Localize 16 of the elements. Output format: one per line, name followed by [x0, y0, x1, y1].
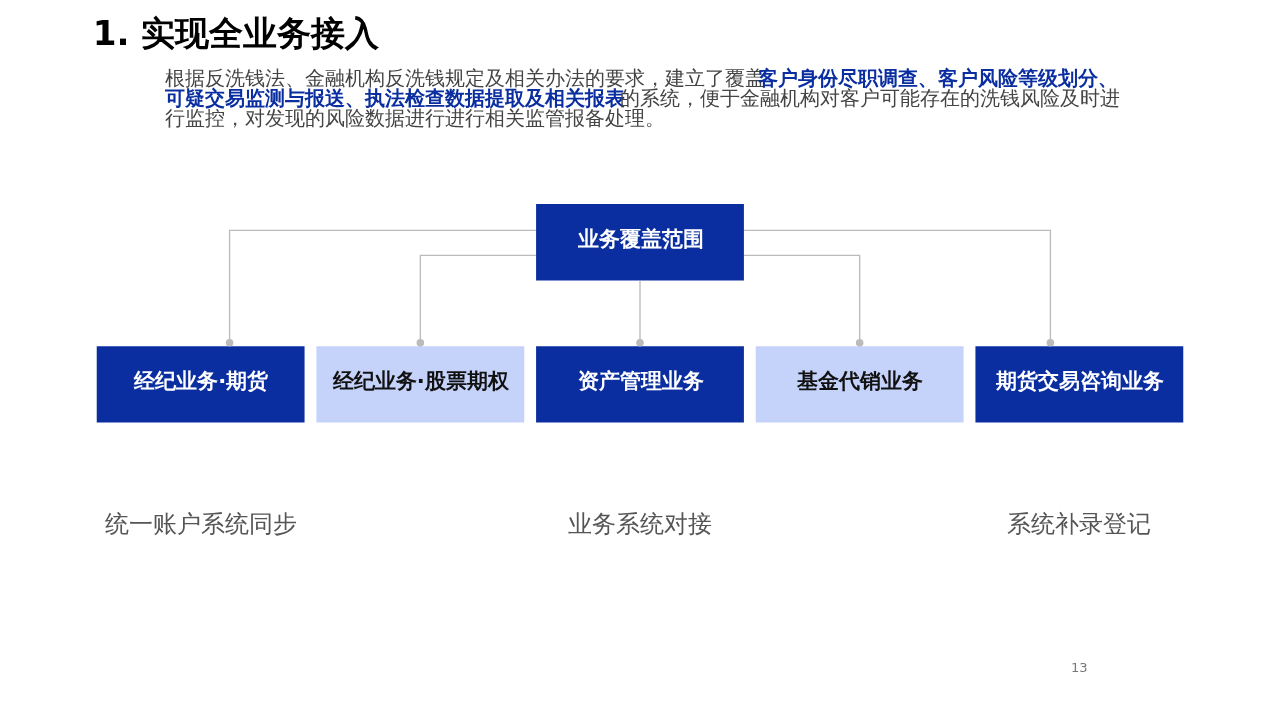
label: 系统补录登记 — [1007, 510, 1152, 539]
connector — [743, 254, 864, 347]
node-box: 资产管理业务 — [536, 346, 744, 423]
node-box: 期货交易咨询业务 — [975, 346, 1184, 423]
connector — [636, 280, 644, 347]
node-box: 基金代销业务 — [755, 346, 964, 423]
connector — [225, 229, 537, 347]
label: 13 — [1070, 659, 1088, 675]
connector — [416, 254, 537, 347]
node-box: 经纪业务·股票期权 — [316, 346, 525, 423]
node-box: 经纪业务·期货 — [96, 346, 305, 423]
label: 统一账户系统同步 — [104, 510, 297, 539]
label: 业务系统对接 — [568, 510, 712, 539]
connector — [743, 229, 1055, 347]
diagram-title: 1. 实现全业务接入 — [92, 12, 380, 53]
node-box: 业务覆盖范围 — [536, 204, 744, 281]
